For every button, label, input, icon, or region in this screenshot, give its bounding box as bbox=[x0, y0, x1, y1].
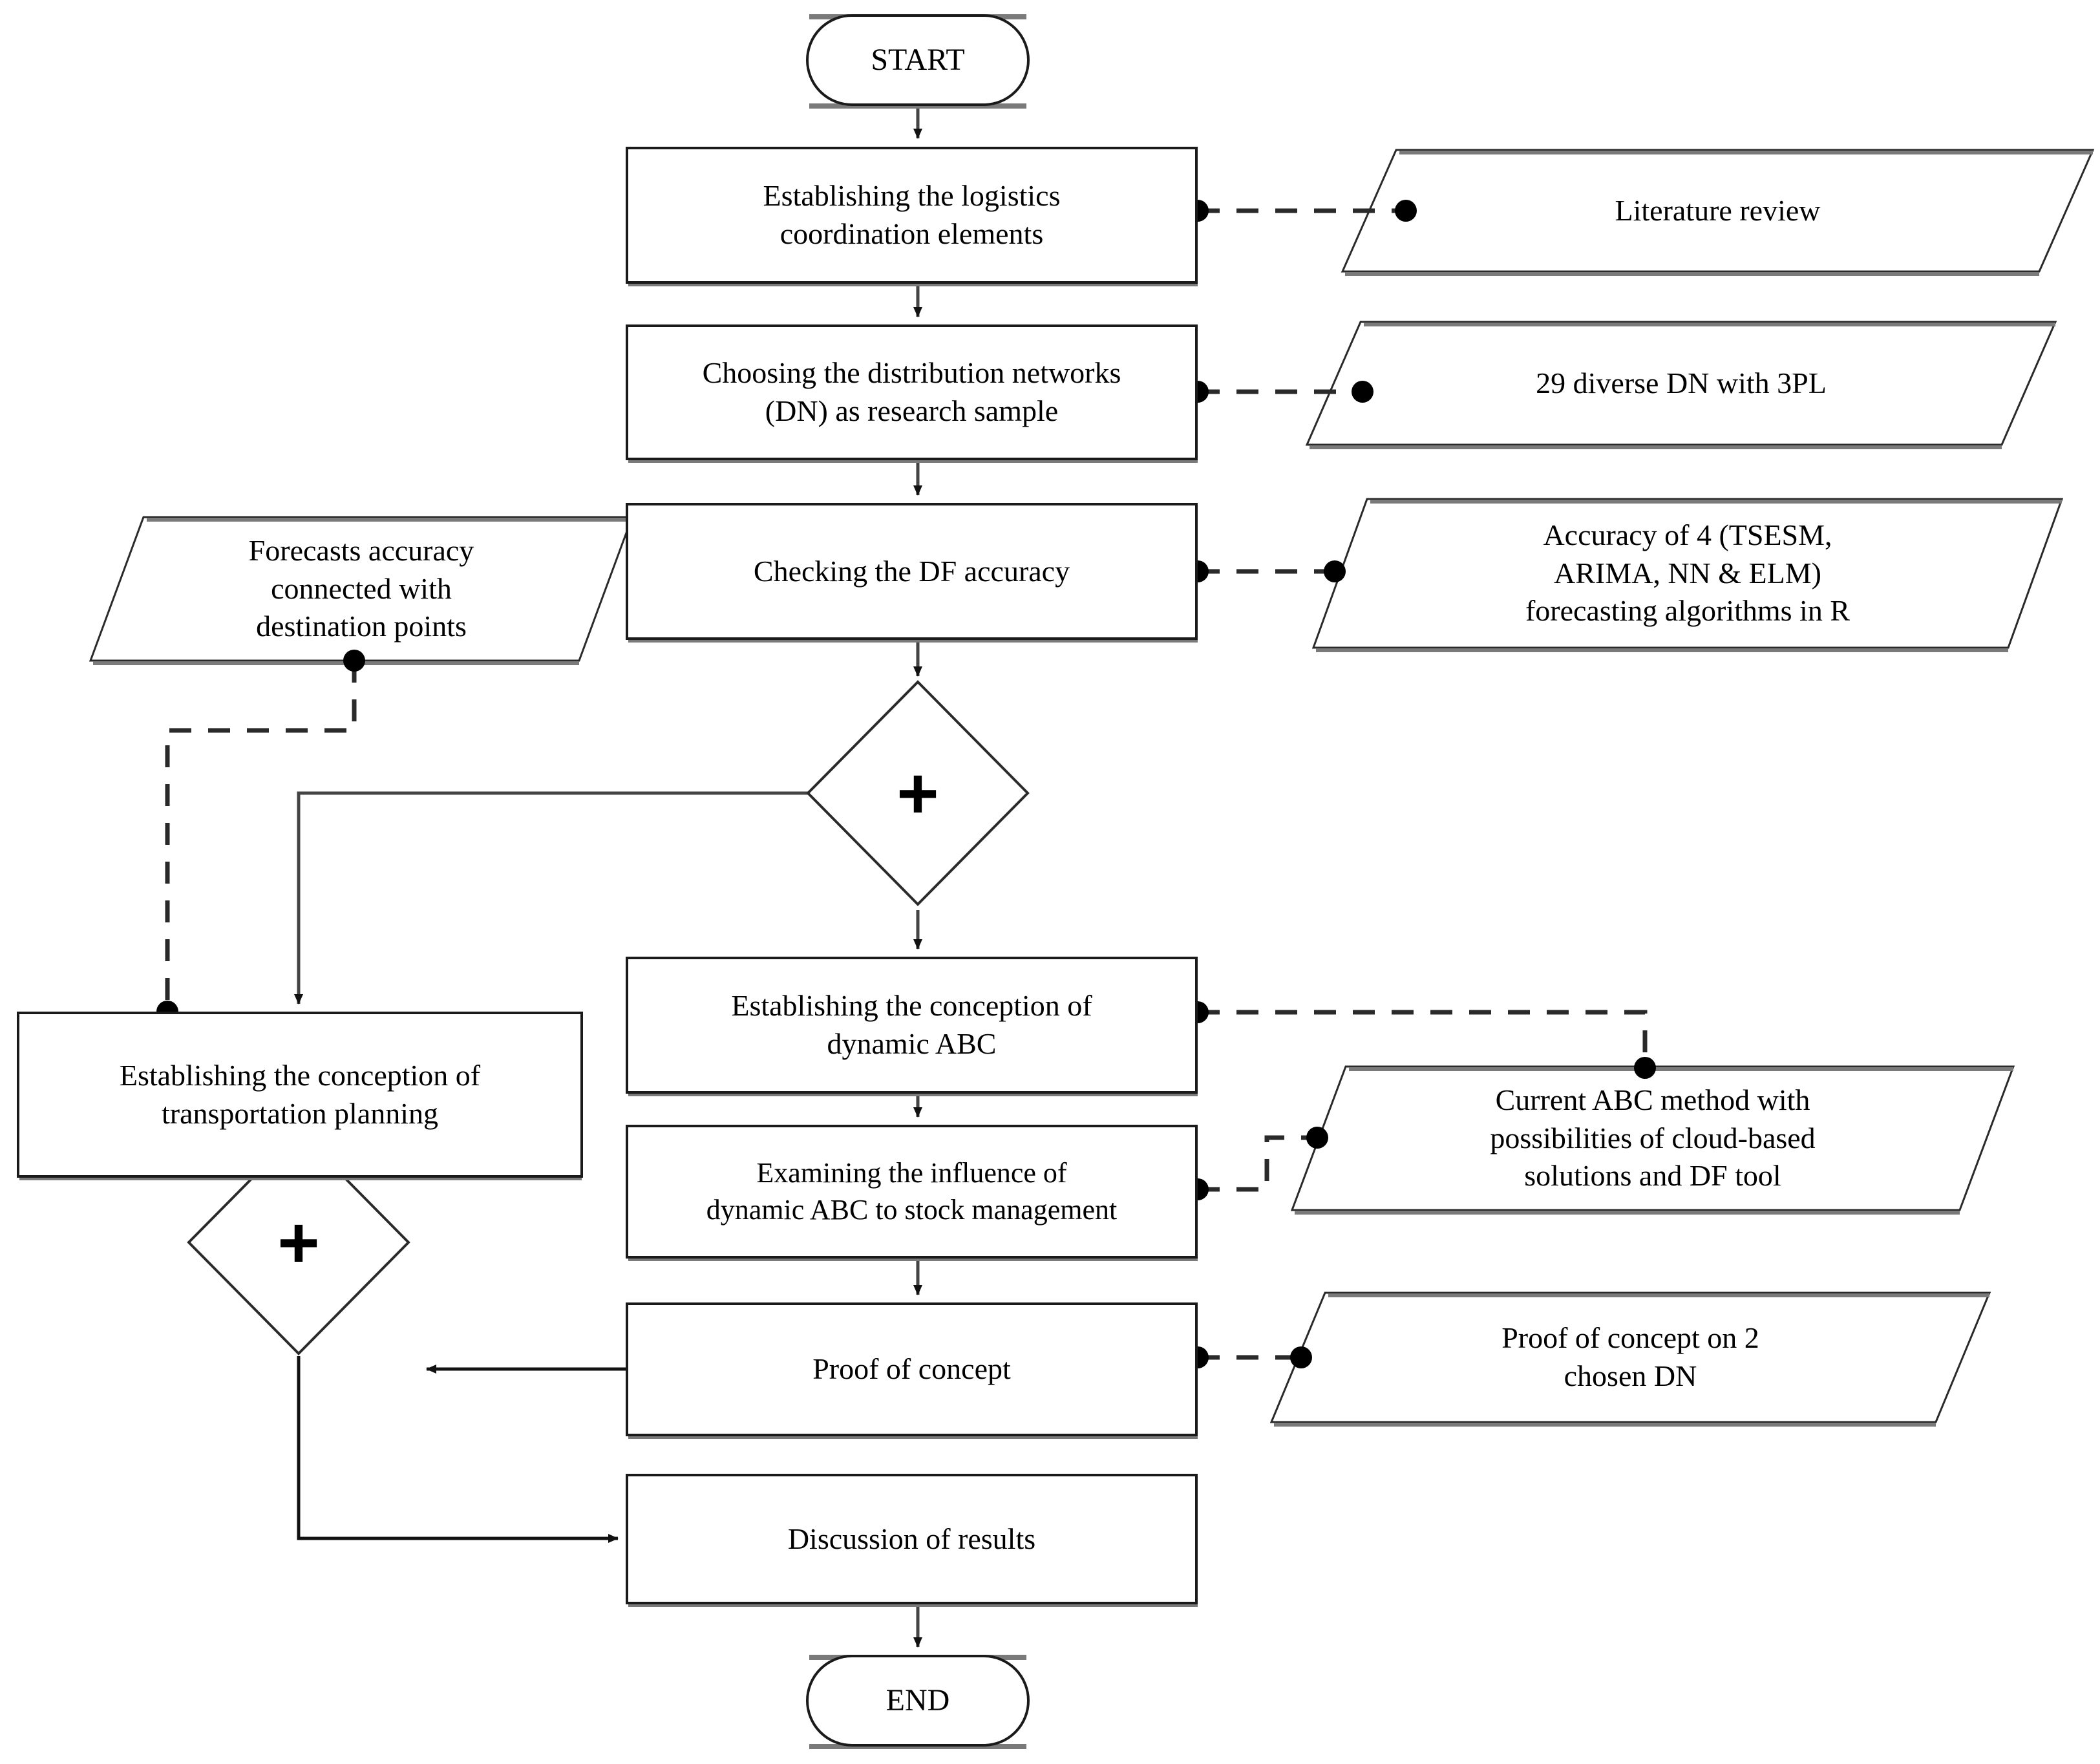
assoc-dot bbox=[1290, 1346, 1312, 1368]
data-29-diverse-dn[interactable]: 29 diverse DN with 3PL bbox=[1307, 322, 2055, 445]
data-label: 29 diverse DN with 3PL bbox=[1536, 366, 1827, 399]
data-literature-review[interactable]: Literature review bbox=[1342, 150, 2093, 271]
assoc-dot bbox=[1324, 560, 1346, 582]
edge-d2-p7 bbox=[297, 1356, 619, 1543]
gateway-plus-1[interactable]: + bbox=[884, 753, 951, 834]
data-shape-2 bbox=[1305, 321, 2057, 446]
assoc-data4-p8 bbox=[165, 661, 357, 1012]
assoc-dot bbox=[343, 650, 365, 672]
data-accuracy-of-4-algorithms[interactable]: Accuracy of 4 (TSESM,ARIMA, NN & ELM)for… bbox=[1313, 499, 2062, 648]
assoc-p5-data5 bbox=[1198, 1135, 1317, 1192]
node-start[interactable]: START bbox=[806, 14, 1030, 106]
assoc-dot bbox=[1395, 200, 1417, 222]
node-label: Proof of concept bbox=[812, 1352, 1011, 1386]
node-proof-of-concept[interactable]: Proof of concept bbox=[626, 1302, 1198, 1436]
node-choosing-distribution-networks[interactable]: Choosing the distribution networks(DN) a… bbox=[626, 324, 1198, 460]
assoc-dot bbox=[1306, 1127, 1328, 1149]
assoc-p4-data5 bbox=[1198, 1010, 1648, 1067]
data-shape-1 bbox=[1341, 149, 2095, 273]
node-label: Checking the DF accuracy bbox=[753, 554, 1070, 588]
data-label: Accuracy of 4 (TSESM,ARIMA, NN & ELM)for… bbox=[1525, 518, 1851, 628]
gateway-plus-2[interactable]: + bbox=[265, 1202, 332, 1283]
node-checking-df-accuracy[interactable]: Checking the DF accuracy bbox=[626, 503, 1198, 640]
gateway-plus-2-label: + bbox=[277, 1202, 320, 1283]
gateway-diamond-2 bbox=[187, 1129, 410, 1355]
node-discussion-of-results[interactable]: Discussion of results bbox=[626, 1474, 1198, 1604]
node-label: Discussion of results bbox=[787, 1522, 1036, 1555]
node-start-label: START bbox=[871, 43, 965, 78]
data-shape-6 bbox=[1269, 1291, 1991, 1423]
gateway-diamond-1 bbox=[806, 680, 1030, 906]
node-end[interactable]: END bbox=[806, 1655, 1030, 1747]
assoc-dot bbox=[1352, 381, 1373, 403]
gateway-plus-1-label: + bbox=[896, 752, 939, 834]
data-label: Literature review bbox=[1615, 193, 1821, 227]
edge-d1-p8 bbox=[294, 791, 808, 1004]
data-shape-5 bbox=[1290, 1065, 2015, 1211]
assoc-dot bbox=[1634, 1057, 1656, 1079]
node-end-label: END bbox=[886, 1683, 950, 1718]
data-shape-3 bbox=[1311, 498, 2064, 649]
node-label: Choosing the distribution networks(DN) a… bbox=[702, 356, 1121, 427]
data-shape-4 bbox=[89, 516, 634, 662]
